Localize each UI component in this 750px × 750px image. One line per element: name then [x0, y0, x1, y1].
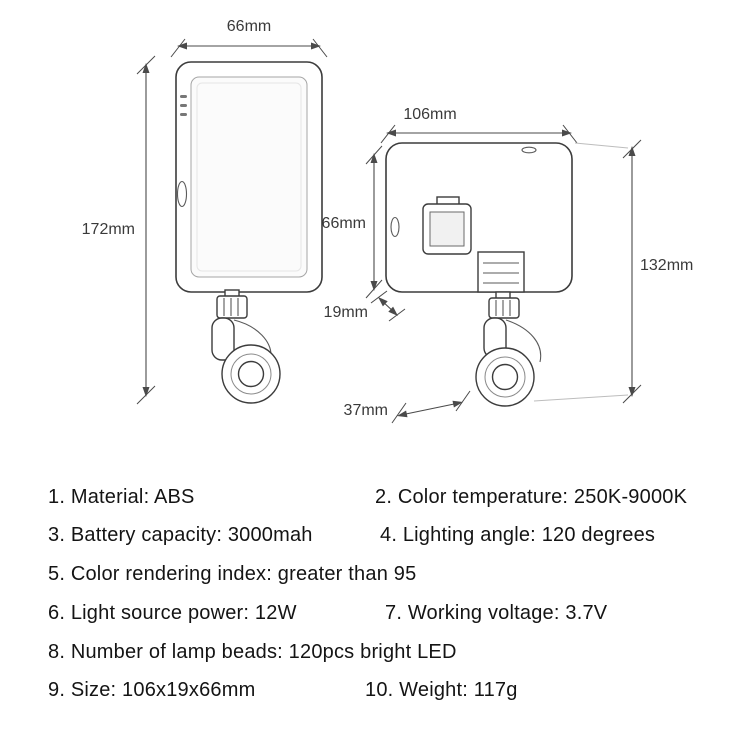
- front-led-panel-inner-border: [196, 82, 302, 272]
- front-clip-jaw: [211, 317, 235, 361]
- top-mount-hole: [521, 146, 537, 154]
- dim-total-height: 132mm: [533, 139, 693, 404]
- display-screen: [429, 211, 465, 247]
- side-clip-knob-ridges: [495, 300, 511, 316]
- spec-weight: 10. Weight: 117g: [365, 679, 518, 701]
- spec-battery-capacity: 3. Battery capacity: 3000mah: [48, 524, 313, 546]
- side-clip-knob: [488, 297, 520, 319]
- front-height-label: 172mm: [82, 221, 135, 238]
- spec-color-temperature: 2. Color temperature: 250K-9000K: [375, 486, 688, 508]
- front-power-button: [176, 180, 188, 208]
- spec-light-source-power: 6. Light source power: 12W: [48, 602, 297, 624]
- spec-lamp-beads: 8. Number of lamp beads: 120pcs bright L…: [48, 641, 457, 663]
- side-clip-arm: [505, 319, 542, 363]
- front-led-panel: [190, 76, 308, 278]
- spec-material: 1. Material: ABS: [48, 486, 195, 508]
- side-height-label: 66mm: [322, 215, 366, 232]
- front-clip-knob-ridges: [223, 298, 239, 316]
- dim-side-width: 106mm: [380, 106, 578, 144]
- side-port: [390, 216, 400, 238]
- spec-color-rendering-index: 5. Color rendering index: greater than 9…: [48, 563, 417, 585]
- front-width-label: 66mm: [227, 18, 271, 35]
- dim-front-width: 66mm: [170, 18, 328, 58]
- depth-label: 19mm: [324, 304, 368, 321]
- front-clip-knob: [216, 295, 248, 319]
- spec-working-voltage: 7. Working voltage: 3.7V: [385, 602, 608, 624]
- side-clip-ring-mid: [484, 356, 526, 398]
- side-view-drawing: [385, 142, 573, 407]
- clip-mount-plate: [477, 251, 525, 293]
- clip-mount-ridges: [483, 262, 519, 284]
- dim-clip-width: 37mm: [344, 390, 471, 424]
- front-clip-ring-mid: [230, 353, 272, 395]
- clip-width-label: 37mm: [344, 402, 388, 419]
- spec-size: 9. Size: 106x19x66mm: [48, 679, 256, 701]
- side-clip-ring-hole: [491, 363, 519, 391]
- front-clip-ring-hole: [237, 360, 265, 388]
- dim-side-height: 66mm: [322, 145, 383, 299]
- front-view-drawing: [175, 61, 323, 404]
- dimension-diagram: 66mm 172mm: [82, 18, 693, 424]
- spec-lighting-angle: 4. Lighting angle: 120 degrees: [380, 524, 656, 546]
- front-side-vents: [180, 95, 187, 116]
- total-height-label: 132mm: [640, 257, 693, 274]
- side-width-label: 106mm: [403, 106, 456, 123]
- dim-depth: 19mm: [324, 290, 406, 322]
- dim-front-height: 172mm: [82, 55, 156, 405]
